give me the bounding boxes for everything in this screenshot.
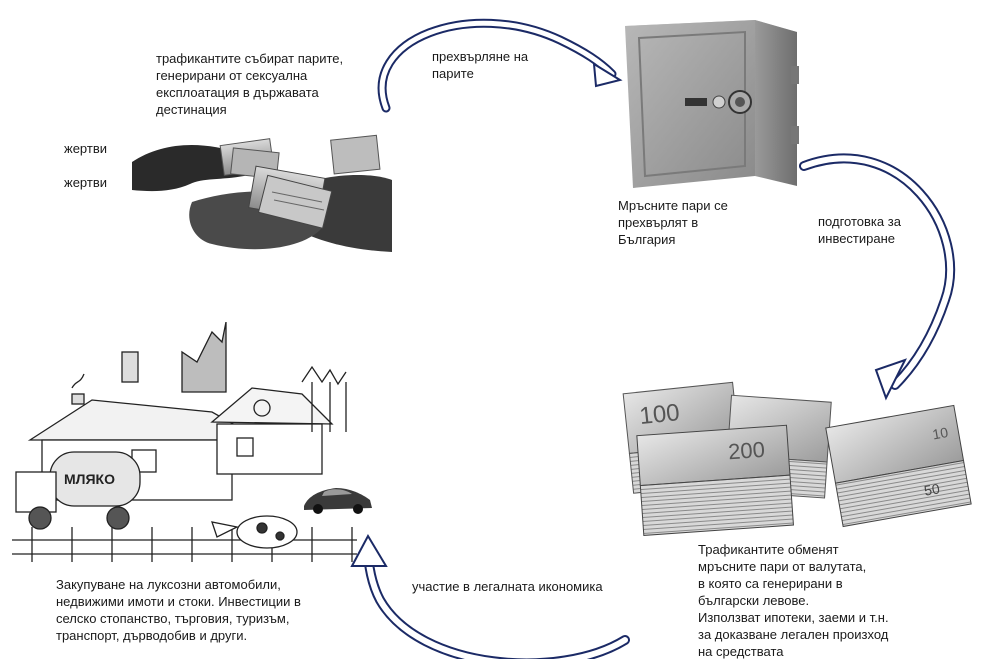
banknote-stacks-image: 100 200 10 50 [622,381,972,536]
banknote-50-label: 50 [923,480,941,498]
victims-label-2: жертви [64,175,107,190]
safe-icon [625,20,799,188]
prep-investment-label: подготовка за инвестиране [818,214,901,246]
arrow-transfer [377,18,623,113]
banknote-200-label: 200 [727,437,765,465]
sports-car-icon [304,488,372,514]
arrow-prep-investment [799,153,955,401]
village-sketch-image: МЛЯКО [12,322,357,562]
traffickers-collect-label: трафикантите събират парите, генерирани … [156,51,344,117]
arrow-legal-economy [350,533,630,659]
milk-truck-sign: МЛЯКО [64,471,115,487]
legal-economy-label: участие в легалната икономика [412,579,603,594]
banknote-10-label: 10 [931,424,949,442]
exchange-text: Трафикантите обменят мръсните пари от ва… [698,542,889,659]
dirty-money-bulgaria-label: Мръсните пари се прехвърлят в България [618,198,728,247]
victims-label-1: жертви [64,141,107,156]
banknote-100-label: 100 [638,399,681,430]
luxury-investments-text: Закупуване на луксозни автомобили, недви… [56,577,301,643]
hands-exchanging-cash-image [132,134,392,252]
transfer-money-label: прехвърляне на парите [432,49,529,81]
